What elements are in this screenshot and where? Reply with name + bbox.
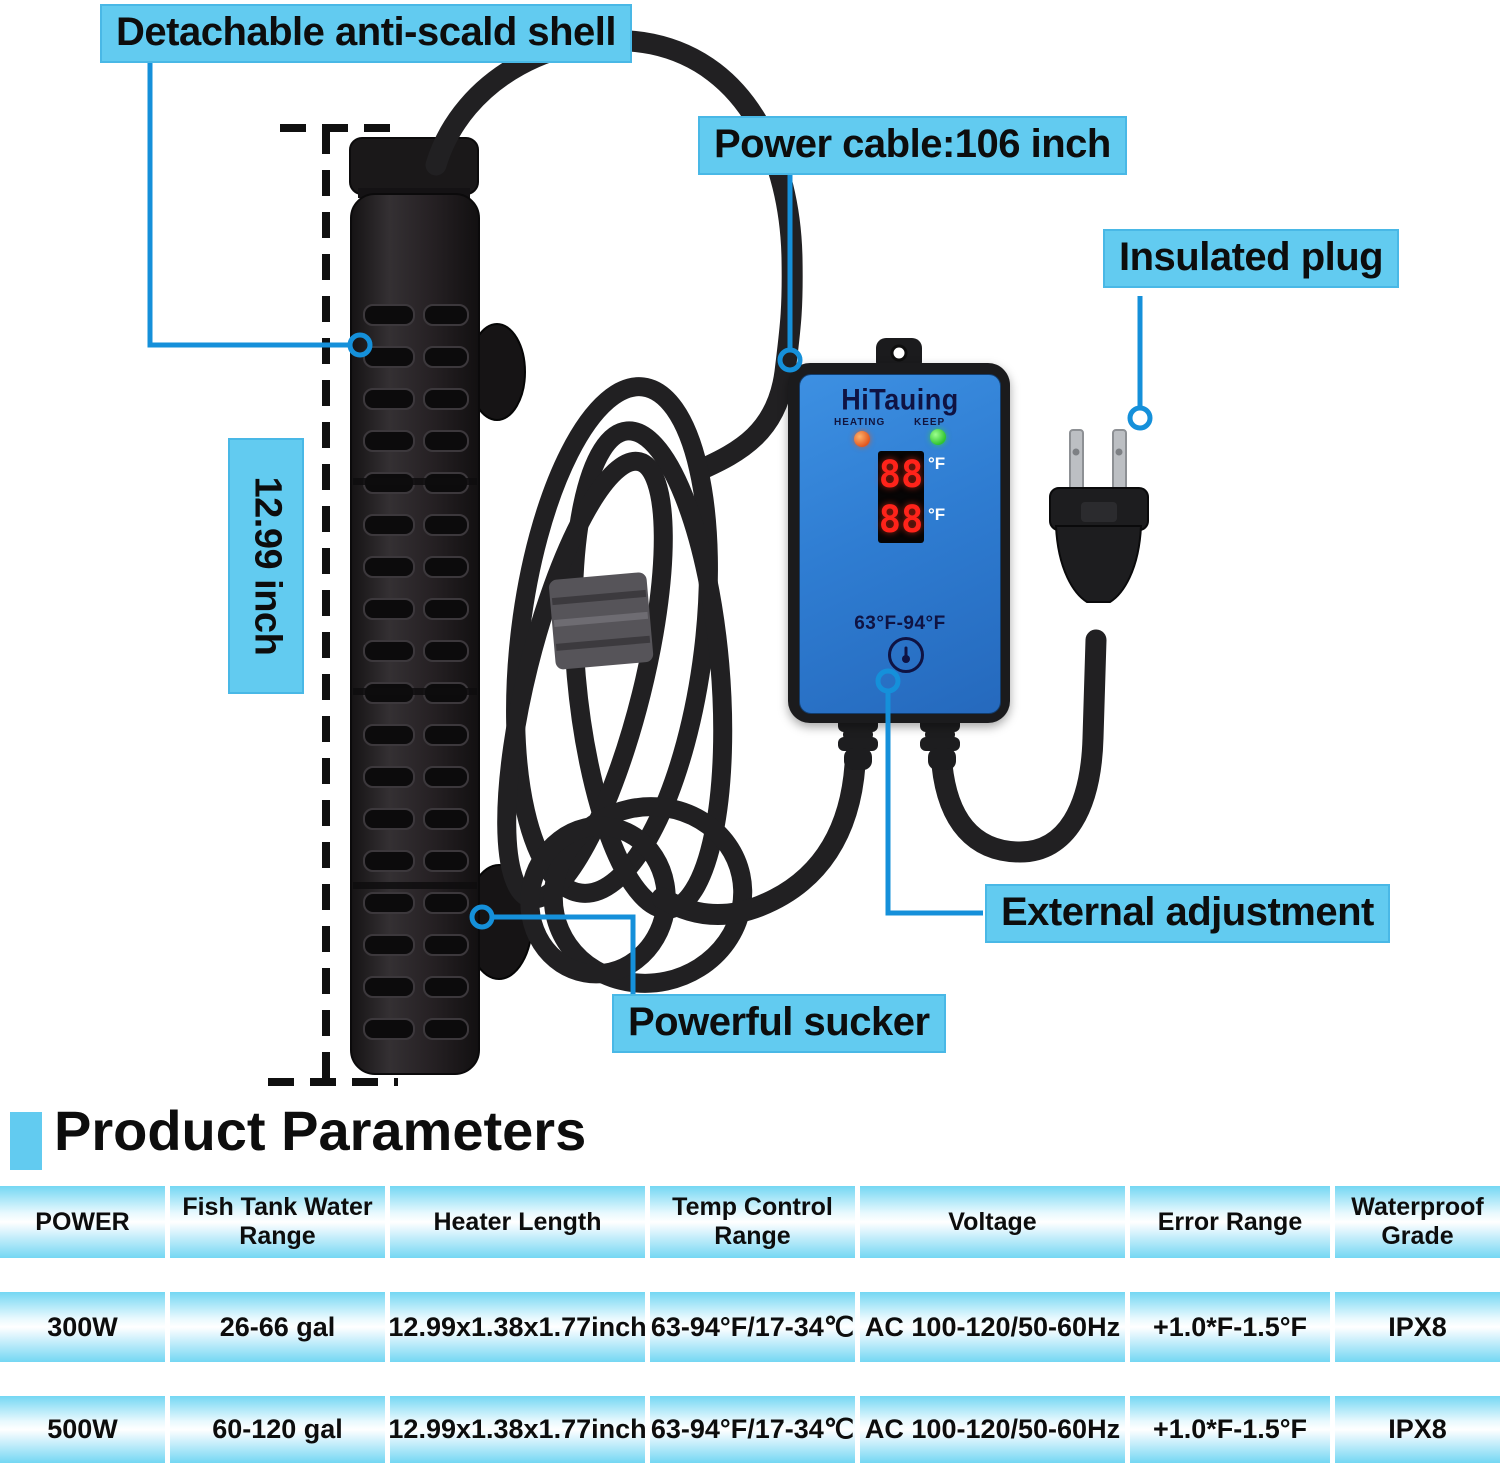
suction-cups bbox=[465, 323, 533, 980]
table-cell: IPX8 bbox=[1335, 1292, 1500, 1362]
current-temp-value: 88 bbox=[878, 498, 924, 541]
strain-reliefs bbox=[838, 716, 960, 770]
plug-prongs bbox=[1069, 429, 1127, 493]
table-cell: 300W bbox=[0, 1292, 165, 1362]
table-header-cell: POWER bbox=[0, 1186, 165, 1258]
power-plug bbox=[1049, 429, 1149, 603]
thermometer-icon bbox=[902, 646, 910, 663]
table-cell: AC 100-120/50-60Hz bbox=[860, 1292, 1125, 1362]
table-cell: 12.99x1.38x1.77inch bbox=[388, 1396, 647, 1463]
table-cell: AC 100-120/50-60Hz bbox=[860, 1396, 1125, 1463]
shell-connector-line bbox=[147, 58, 348, 348]
shell-connector-ring bbox=[347, 332, 373, 358]
heating-label: HEATING bbox=[834, 417, 886, 428]
title-accent-square bbox=[10, 1112, 42, 1170]
brand-logo: HiTauing bbox=[841, 383, 959, 417]
current-temp-unit: °F bbox=[928, 505, 946, 524]
heater-rod bbox=[349, 137, 480, 1075]
table-row: 300W 26-66 gal 12.99x1.38x1.77inch 63-94… bbox=[0, 1292, 1500, 1362]
table-cell: 500W bbox=[0, 1396, 165, 1463]
table-cell: +1.0*F-1.5°F bbox=[1130, 1396, 1330, 1463]
keep-led bbox=[930, 429, 946, 445]
table-header-cell: Voltage bbox=[860, 1186, 1125, 1258]
section-title: Product Parameters bbox=[54, 1099, 587, 1162]
vent-slots bbox=[358, 296, 474, 1052]
callout-external-adjustment-label: External adjustment bbox=[985, 884, 1390, 943]
table-header-cell: Fish Tank Water Range bbox=[170, 1186, 385, 1258]
table-row: 500W 60-120 gal 12.99x1.38x1.77inch 63-9… bbox=[0, 1396, 1500, 1463]
table-header-cell: Temp Control Range bbox=[650, 1186, 855, 1258]
table-cell: 12.99x1.38x1.77inch bbox=[388, 1292, 647, 1362]
table-cell: 63-94°F/17-34℃ bbox=[650, 1292, 855, 1362]
controller-face: HiTauing HEATING KEEP 88 88 °F °F 63°F-9… bbox=[799, 374, 1001, 714]
callout-power-cable-label: Power cable:106 inch bbox=[698, 116, 1127, 175]
temp-range-label: 63°F-94°F bbox=[854, 613, 946, 634]
table-cell: 26-66 gal bbox=[170, 1292, 385, 1362]
table-cell: 63-94°F/17-34℃ bbox=[650, 1396, 855, 1463]
table-cell: 60-120 gal bbox=[170, 1396, 385, 1463]
table-cell: +1.0*F-1.5°F bbox=[1130, 1292, 1330, 1362]
temperature-controller: HiTauing HEATING KEEP 88 88 °F °F 63°F-9… bbox=[788, 363, 1010, 723]
callout-powerful-sucker-label: Powerful sucker bbox=[612, 994, 946, 1053]
callout-shell-label: Detachable anti-scald shell bbox=[100, 4, 633, 63]
callout-heater-length-label: 12.99 inch bbox=[228, 438, 304, 694]
sucker-connector-ring bbox=[469, 904, 495, 930]
table-header-cell: Heater Length bbox=[390, 1186, 645, 1258]
adjustment-connector-line bbox=[885, 692, 983, 916]
table-cell: IPX8 bbox=[1335, 1396, 1500, 1463]
table-header-row: POWER Fish Tank Water Range Heater Lengt… bbox=[0, 1186, 1500, 1258]
callout-insulated-plug-label: Insulated plug bbox=[1103, 229, 1400, 288]
cable-tape bbox=[549, 572, 654, 670]
seven-segment-display: 88 88 bbox=[878, 451, 924, 543]
table-header-cell: Waterproof Grade bbox=[1335, 1186, 1500, 1258]
set-temp-unit: °F bbox=[928, 454, 946, 473]
keep-label: KEEP bbox=[914, 417, 946, 428]
temp-adjust-button[interactable] bbox=[888, 637, 924, 673]
set-temp-value: 88 bbox=[878, 453, 924, 496]
plug-connector-ring bbox=[1127, 405, 1153, 431]
table-header-cell: Error Range bbox=[1130, 1186, 1330, 1258]
heating-led bbox=[854, 431, 870, 447]
sucker-connector-line bbox=[493, 914, 636, 994]
